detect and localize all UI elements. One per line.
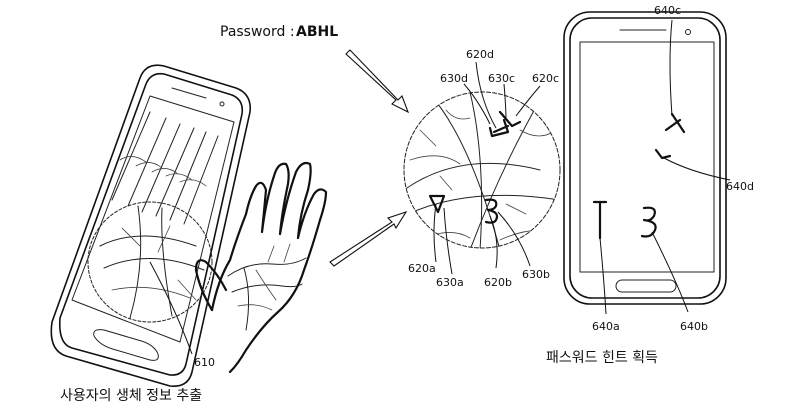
ref-630d: 630d	[440, 72, 468, 85]
hint-glyph-hook	[654, 148, 672, 160]
arrow-password	[345, 49, 410, 114]
ref-620d: 620d	[466, 48, 494, 61]
hint-glyph-t	[592, 200, 608, 240]
ref-640b: 640b	[680, 320, 708, 333]
hint-glyph-top	[664, 112, 686, 134]
glyph-B	[484, 198, 499, 224]
hand-drawing	[194, 161, 328, 374]
ref-620c: 620c	[532, 72, 559, 85]
ref-640c: 640c	[654, 4, 681, 17]
ref-640d: 640d	[726, 180, 754, 193]
left-phone	[50, 64, 252, 388]
arrow-extract	[329, 210, 408, 267]
glyph-A	[428, 194, 446, 214]
ref-630a: 630a	[436, 276, 464, 289]
ref-630b: 630b	[522, 268, 550, 281]
ref-620b: 620b	[484, 276, 512, 289]
caption-extract-biometric: 사용자의 생체 정보 추출	[60, 388, 202, 404]
right-phone	[563, 11, 731, 315]
password-label: Password :	[220, 24, 295, 40]
ref-640a: 640a	[592, 320, 620, 333]
password-line: Password : ABHL	[220, 24, 338, 40]
caption-password-hint: 패스워드 힌트 획득	[546, 350, 658, 366]
palm-zoom-circle	[403, 61, 561, 275]
hint-glyph-b	[640, 206, 657, 238]
glyph-L	[498, 110, 522, 128]
fingers-on-screen	[111, 111, 219, 225]
ref-630c: 630c	[488, 72, 515, 85]
password-value: ABHL	[296, 24, 338, 40]
ref-610: 610	[194, 356, 215, 369]
palm-scan-circle	[87, 201, 213, 323]
glyph-H	[488, 118, 510, 138]
reference-labels: 610 620d 630d 630c 620c 620a 630a 620b 6…	[194, 4, 754, 369]
ref-620a: 620a	[408, 262, 436, 275]
